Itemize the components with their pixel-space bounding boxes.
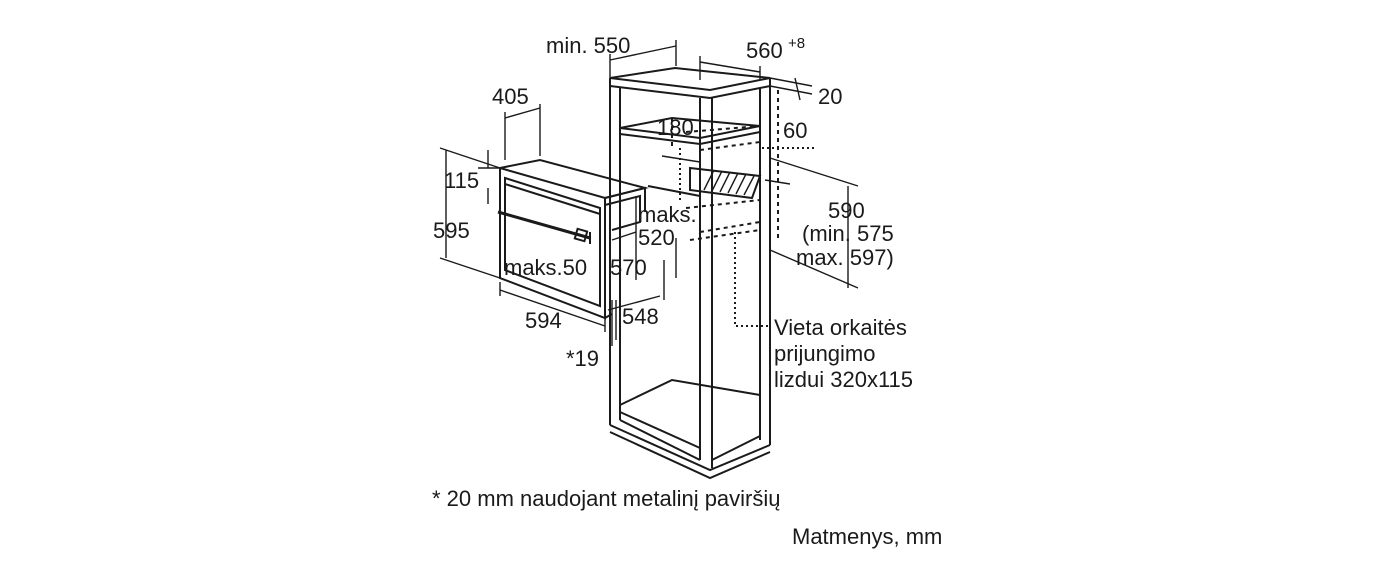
units-note: Matmenys, mm bbox=[792, 524, 942, 549]
label-min-550: min. 550 bbox=[546, 33, 630, 58]
label-max-597: max. 597) bbox=[796, 245, 894, 270]
label-560-sup: +8 bbox=[788, 35, 805, 52]
label-520: 520 bbox=[638, 225, 675, 250]
label-min-575: (min. 575 bbox=[802, 221, 894, 246]
socket-note-line-2: prijungimo bbox=[774, 341, 876, 366]
socket-note-line-1: Vieta orkaitės bbox=[774, 315, 907, 340]
label-595: 595 bbox=[433, 218, 470, 243]
label-548: 548 bbox=[622, 304, 659, 329]
label-20: 20 bbox=[818, 84, 842, 109]
hatch bbox=[703, 169, 755, 196]
label-60: 60 bbox=[783, 118, 807, 143]
label-590: 590 bbox=[828, 198, 865, 223]
label-maks: maks. bbox=[638, 202, 697, 227]
label-405: 405 bbox=[492, 84, 529, 109]
label-570: 570 bbox=[610, 255, 647, 280]
label-594: 594 bbox=[525, 308, 562, 333]
label-star-19: *19 bbox=[566, 346, 599, 371]
oven bbox=[497, 158, 701, 320]
notes: Vieta orkaitės prijungimo lizdui 320x115… bbox=[432, 315, 942, 549]
footnote: * 20 mm naudojant metalinį paviršių bbox=[432, 486, 781, 511]
dimension-lines bbox=[439, 40, 859, 346]
dimension-labels: min. 550 560 +8 20 405 180 60 115 maks. … bbox=[433, 33, 894, 371]
label-180: 180 bbox=[657, 115, 694, 140]
label-maks-50: maks.50 bbox=[504, 255, 587, 280]
socket-note-line-3: lizdui 320x115 bbox=[774, 367, 913, 392]
cabinet bbox=[609, 66, 779, 480]
label-560: 560 bbox=[746, 38, 783, 63]
label-115: 115 bbox=[444, 168, 479, 193]
